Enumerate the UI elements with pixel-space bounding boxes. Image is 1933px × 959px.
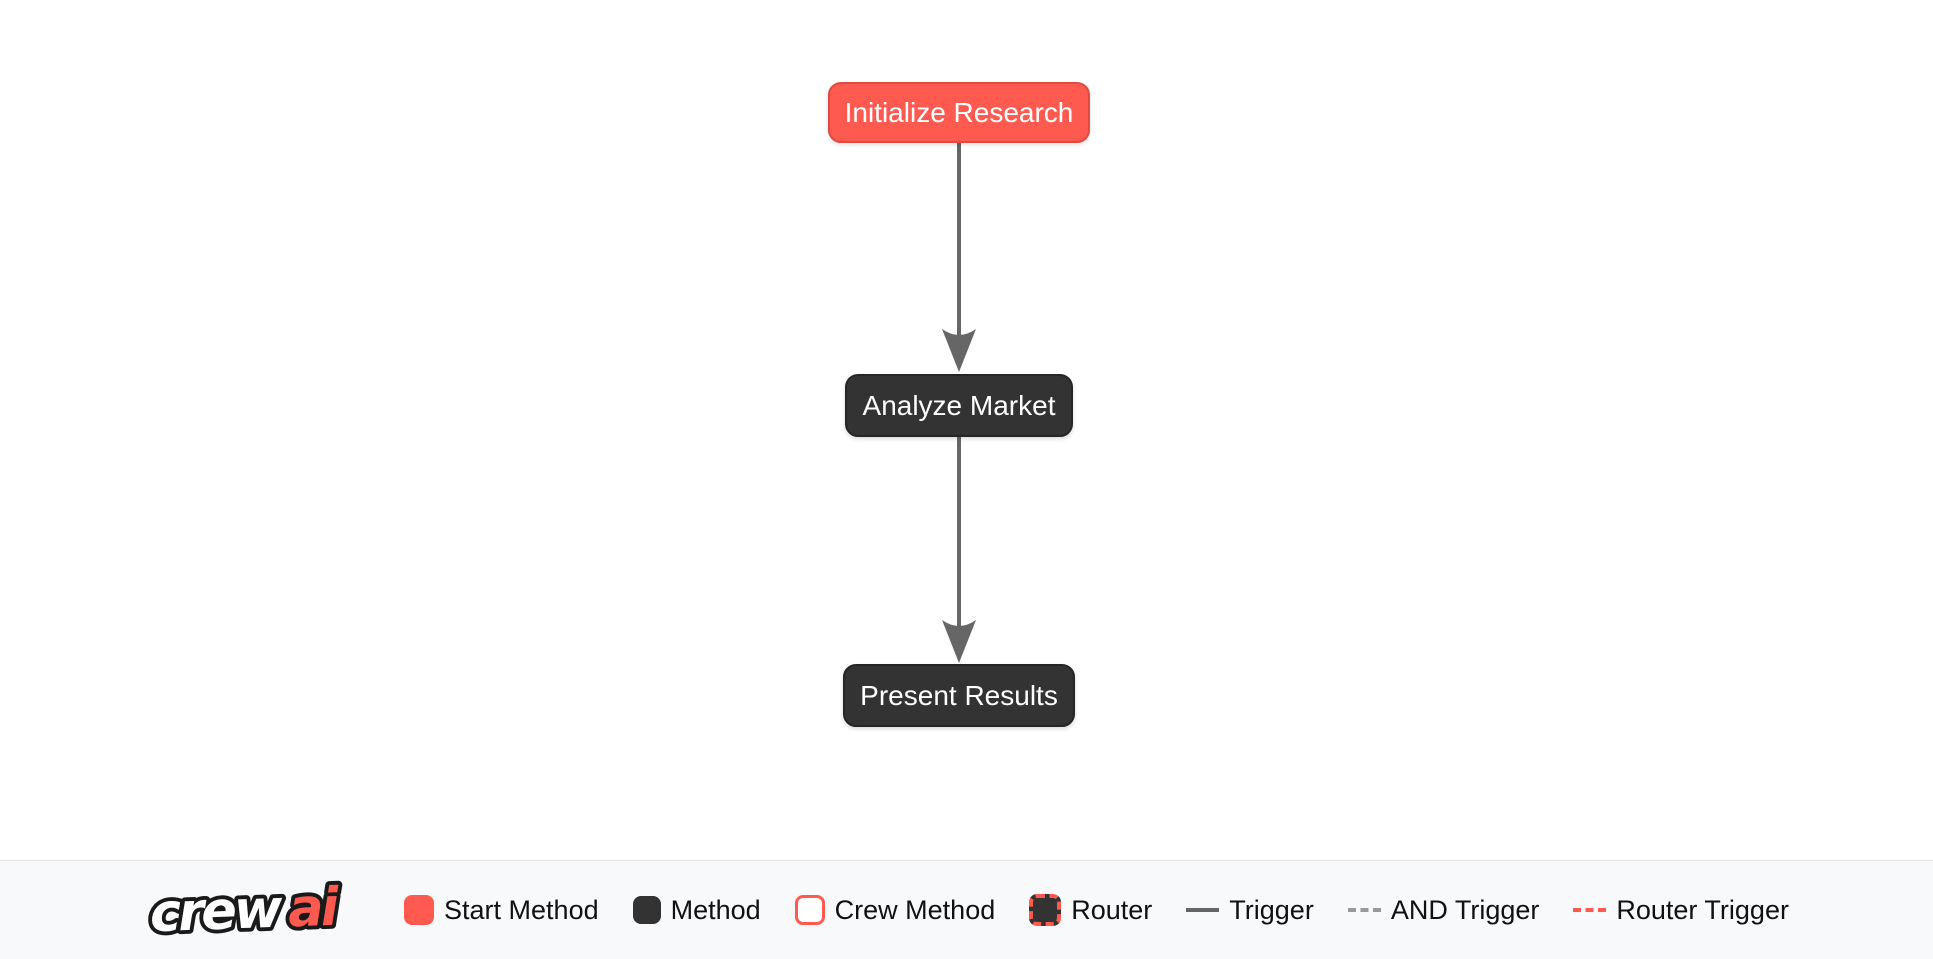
legend-item-trigger: Trigger [1186,895,1314,926]
method-swatch [632,896,661,924]
node-present-results[interactable]: Present Results [843,664,1075,727]
node-analyze-market[interactable]: Analyze Market [845,374,1073,437]
legend-bar: crew ai Start Method Method Crew Method … [0,860,1933,959]
legend-label: Crew Method [834,894,996,925]
legend-label: Trigger [1229,894,1314,925]
node-label: Initialize Research [844,96,1074,128]
router-trigger-line-swatch [1573,908,1607,912]
legend-label: Start Method [444,894,599,925]
node-label: Analyze Market [862,389,1056,421]
legend-label: AND Trigger [1390,894,1540,925]
logo-text-crew: crew [149,879,284,945]
start-method-swatch [404,895,435,925]
node-initialize-research[interactable]: Initialize Research [828,82,1090,143]
crew-method-swatch [794,895,825,925]
legend-label: Router [1071,894,1153,925]
legend-item-crew-method: Crew Method [794,894,996,926]
node-label: Present Results [860,679,1058,711]
trigger-line-swatch [1186,908,1220,912]
logo-text-ai: ai [287,877,341,940]
legend-label: Method [670,894,761,925]
legend-item-method: Method [632,894,761,926]
legend-item-start-method: Start Method [404,895,599,926]
legend-item-router: Router [1029,894,1152,926]
and-trigger-line-swatch [1347,908,1381,912]
flow-canvas[interactable]: Initialize Research Analyze Market Prese… [0,0,1933,859]
legend-label: Router Trigger [1616,894,1789,925]
edges-layer [942,143,976,663]
legend-item-and-trigger: AND Trigger [1347,894,1540,926]
legend-item-router-trigger: Router Trigger [1573,895,1789,926]
crewai-logo: crew ai [145,873,345,947]
edge-arrowhead-2 [942,620,976,663]
edge-arrowhead-1 [942,329,976,372]
router-swatch [1029,894,1062,926]
